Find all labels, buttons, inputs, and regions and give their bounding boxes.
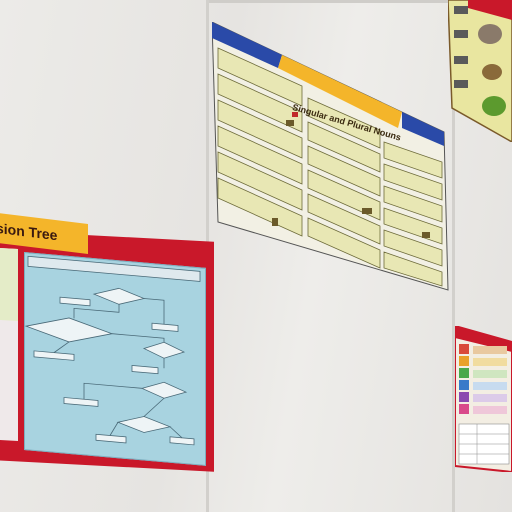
flowchart-diagram (24, 255, 201, 446)
nouns-poster-board (212, 22, 449, 291)
wall-panel-seam (452, 0, 455, 512)
animal-poster (448, 0, 512, 142)
chart-poster (455, 326, 512, 472)
adjacent-poster-strip-top (0, 248, 18, 321)
wall-trim (206, 0, 512, 3)
decision-tree-poster: sion Tree (0, 212, 216, 472)
nouns-poster: Singular and Plural Nouns (212, 22, 452, 292)
